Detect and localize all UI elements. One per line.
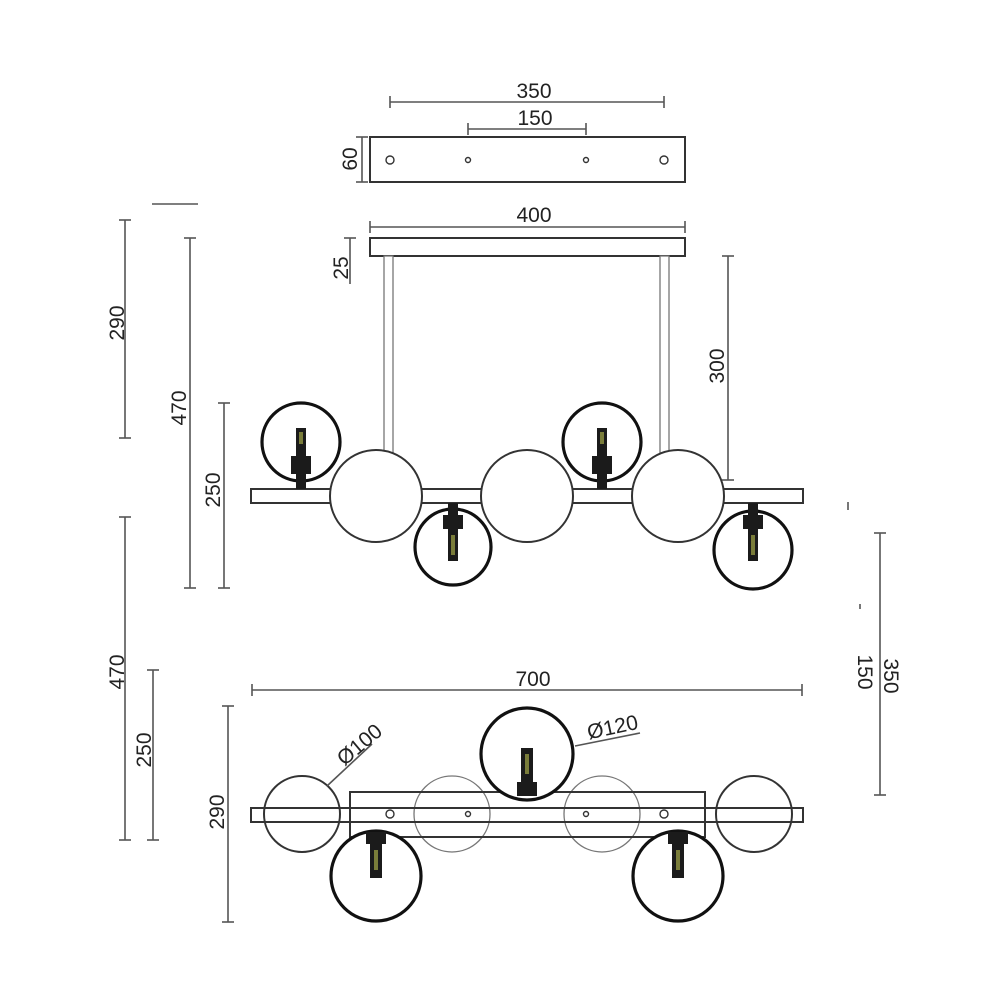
ceiling-bar bbox=[369, 237, 686, 257]
canopy-hole-spacing-dimension: 150 bbox=[467, 107, 587, 135]
bar-length-dimension: 400 bbox=[369, 204, 686, 233]
lower-section-dimension: 250 bbox=[202, 402, 230, 589]
front-view-globes-large bbox=[329, 449, 725, 543]
canopy-length-dimension: 350 bbox=[389, 80, 665, 108]
depth-150-label: 150 bbox=[853, 654, 876, 689]
depth-150-dimension: 150 bbox=[847, 502, 876, 690]
bulb-socket-icon bbox=[743, 503, 763, 561]
canopy-length-label: 350 bbox=[516, 80, 551, 103]
bulb-socket-icon bbox=[517, 748, 537, 796]
front-view-globes-upper bbox=[260, 401, 643, 483]
large-globe-diameter-annotation: Ø120 bbox=[574, 711, 640, 747]
depth-350-dimension: 350 bbox=[874, 532, 902, 796]
canopy-height-label: 60 bbox=[339, 147, 362, 170]
overall-width-dimension: 700 bbox=[251, 668, 803, 696]
small-globe-diameter-label: Ø100 bbox=[333, 720, 387, 771]
rod-length-dimension: 300 bbox=[706, 255, 734, 481]
overall-width-label: 700 bbox=[515, 668, 550, 691]
bottom-total-height-dimension: 470 bbox=[106, 516, 131, 841]
small-globe-diameter-annotation: Ø100 bbox=[326, 720, 387, 787]
canopy-height-dimension: 60 bbox=[339, 136, 368, 183]
canopy-hole-spacing-label: 150 bbox=[517, 107, 552, 130]
bottom-290-dimension: 290 bbox=[206, 705, 234, 923]
bulb-socket-icon bbox=[366, 832, 386, 878]
bottom-lower-section-label: 250 bbox=[133, 732, 156, 767]
front-view-globes-lower bbox=[413, 507, 794, 591]
rod-length-label: 300 bbox=[706, 348, 729, 383]
depth-350-label: 350 bbox=[879, 658, 902, 693]
plan-view-small-globes bbox=[263, 775, 793, 853]
large-globe-diameter-label: Ø120 bbox=[585, 711, 640, 744]
left-upper-dimension: 290 bbox=[106, 219, 131, 439]
bulb-socket-icon bbox=[291, 428, 311, 489]
left-upper-label: 290 bbox=[106, 305, 129, 340]
bulb-socket-icon bbox=[443, 503, 463, 561]
total-height-label: 470 bbox=[168, 390, 191, 425]
bottom-total-height-label: 470 bbox=[106, 654, 129, 689]
bottom-lower-section-dimension: 250 bbox=[133, 669, 159, 841]
canopy-plate bbox=[369, 136, 686, 183]
bar-length-label: 400 bbox=[516, 204, 551, 227]
plan-view-arm bbox=[250, 807, 804, 823]
bulb-socket-icon bbox=[592, 428, 612, 489]
bar-height-label: 25 bbox=[330, 256, 353, 279]
bar-height-dimension: 25 bbox=[330, 237, 356, 284]
total-height-dimension: 470 bbox=[168, 237, 196, 589]
bottom-290-label: 290 bbox=[206, 794, 229, 829]
lower-section-label: 250 bbox=[202, 472, 225, 507]
bulb-socket-icon bbox=[668, 832, 688, 878]
